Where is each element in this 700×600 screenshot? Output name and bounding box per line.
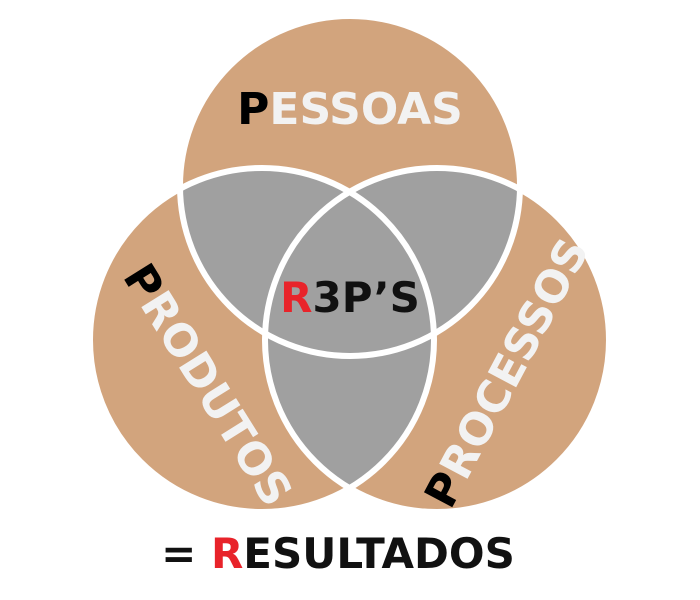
label-pessoas-initial: P	[237, 84, 269, 135]
result-rest: ESULTADOS	[243, 529, 515, 578]
overlap-produtos-processos	[265, 168, 434, 512]
label-pessoas-rest: ESSOAS	[269, 84, 462, 135]
result-prefix: =	[161, 529, 211, 578]
result-initial: R	[211, 529, 243, 578]
outline-processos	[262, 165, 612, 515]
label-pessoas: PESSOAS	[237, 84, 463, 135]
center-label: R3P’S	[280, 273, 420, 322]
center-label-rest: 3P’S	[312, 273, 419, 322]
result-caption: = RESULTADOS	[161, 529, 515, 578]
outline-produtos	[87, 165, 437, 515]
center-label-initial: R	[280, 273, 312, 322]
